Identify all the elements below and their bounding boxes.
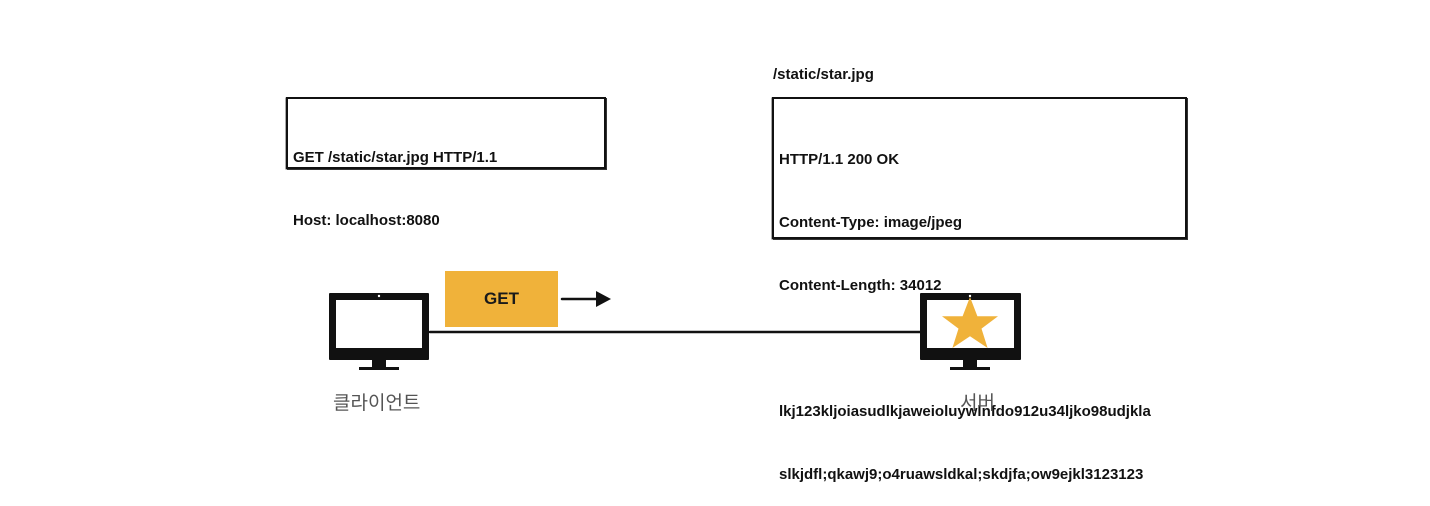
header-body-separator <box>779 338 1180 359</box>
get-method-label: GET <box>484 289 519 308</box>
server-label: 서버 <box>960 392 995 414</box>
request-host-header: Host: localhost:8080 <box>293 212 440 229</box>
client-label: 클라이언트 <box>333 392 421 414</box>
response-body-line: lkj123kljoiasudlkjaweioluywlnfdo912u34lj… <box>779 403 1151 420</box>
response-body-line: slkjdfl;qkawj9;o4ruawsldkal;skdjfa;ow9ej… <box>779 466 1144 483</box>
content-type-header: Content-Type: image/jpeg <box>779 214 963 231</box>
http-response-message: HTTP/1.1 200 OK Content-Type: image/jpeg… <box>772 97 1187 483</box>
content-length-header: Content-Length: 34012 <box>779 277 942 294</box>
http-request-message: GET /static/star.jpg HTTP/1.1 Host: loca… <box>286 97 606 229</box>
arrow-right-icon <box>560 291 611 307</box>
request-line: GET /static/star.jpg HTTP/1.1 <box>293 149 498 166</box>
get-method-tag: GET <box>445 271 558 327</box>
client-monitor-icon <box>329 293 429 370</box>
resource-path-label: /static/star.jpg <box>773 66 874 83</box>
status-line: HTTP/1.1 200 OK <box>779 151 900 168</box>
star-icon <box>942 297 998 348</box>
